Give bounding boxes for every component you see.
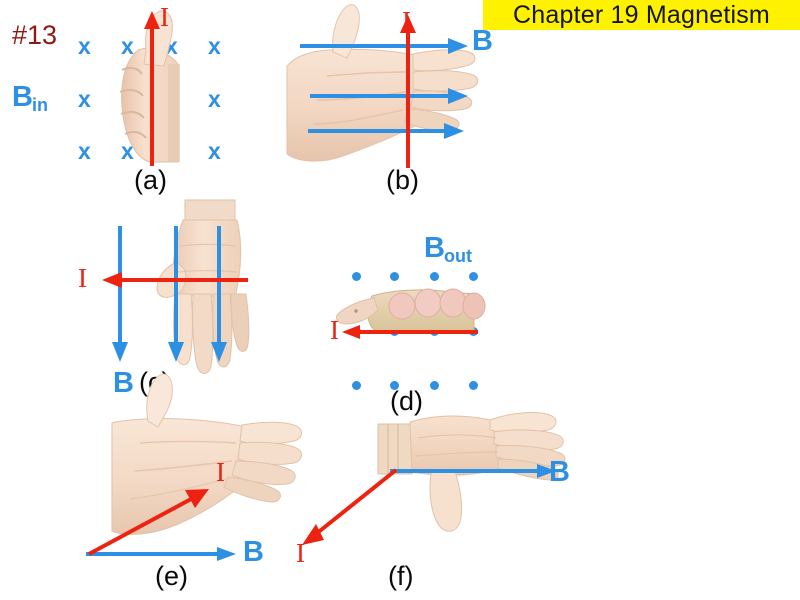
panel-c-current-label: I [78,263,87,293]
current-arrow-left [102,272,248,288]
field-dot-marker [390,272,399,281]
panel-e-field-letter: B [243,536,264,568]
panel-label-f: (f) [388,561,414,591]
field-x-marker: x [208,138,221,164]
current-arrow-left [342,325,478,339]
hand-illustration-edge-on-left [335,288,486,333]
field-arrow-right [310,88,468,104]
field-x-marker: x [78,86,91,112]
field-arrow-down [112,226,128,362]
field-arrow-right [308,123,464,139]
chapter-title-banner: Chapter 19 Magnetism [483,0,800,30]
current-arrow-up [144,11,160,166]
problem-number-label: #13 [12,20,58,50]
panel-d-field-letter: B [424,232,445,264]
panel-b-field-label: B [472,27,493,56]
panel-d-field-subscript: out [443,246,472,266]
panel-c-field-letter: B [113,367,134,399]
field-arrow-right [300,38,468,54]
field-arrow-down [168,226,184,362]
field-x-marker: x [208,86,221,112]
field-x-marker: x [208,33,221,59]
panel-e-current-label: I [216,457,225,487]
panel-b-current-label: I [402,6,411,36]
field-x-marker: x [121,138,134,164]
panel-f-current-label: I [296,538,305,568]
current-arrow-up [400,15,416,168]
panel-a-field-label: Bin [12,81,49,115]
field-dot-marker [430,272,439,281]
field-dot-marker [430,381,439,390]
panel-f-field-label: B [549,458,570,487]
field-arrow-down [211,226,227,362]
panel-d-field-label: Bout [424,232,473,266]
panel-a-current-label: I [160,2,169,32]
panel-label-b: (b) [386,165,419,195]
field-dot-marker [352,272,361,281]
field-x-marker: x [78,33,91,59]
panel-label-a: (a) [134,165,167,195]
hand-illustration-flat-palm-right [111,373,302,535]
field-dot-marker [352,381,361,390]
field-arrow-right [86,547,236,561]
current-arrow-diagonal-up-right [88,489,209,556]
field-dot-marker [469,381,478,390]
field-dot-marker [390,381,399,390]
current-arrow-diagonal-down-left [302,468,398,545]
panel-b-field-letter: B [472,25,493,57]
panel-a-field-letter: B [12,81,33,113]
field-x-marker: x [78,138,91,164]
panel-a-field-subscript: in [31,95,48,115]
panel-label-d: (d) [390,386,423,416]
field-arrow-right [390,464,556,478]
field-x-marker: x [121,33,134,59]
panel-c-field-label: B [113,369,134,398]
field-dot-marker [469,272,478,281]
chapter-title-text: Chapter 19 Magnetism [513,1,770,29]
panel-label-e: (e) [155,561,188,591]
panel-f-field-letter: B [549,456,570,488]
panel-d-current-label: I [330,315,339,345]
panel-e-field-label: B [243,538,264,567]
